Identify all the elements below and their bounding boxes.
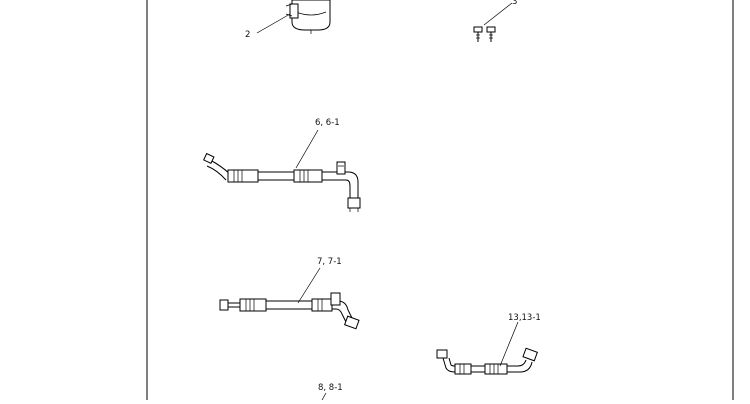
label-part-3: 3 [512, 0, 517, 7]
leader-2 [256, 13, 291, 34]
label-part-6: 6, 6-1 [315, 118, 340, 128]
label-part-7: 7, 7-1 [317, 257, 342, 267]
leader-3 [483, 2, 513, 26]
label-part-2: 2 [245, 30, 250, 40]
leader-8 [321, 392, 327, 401]
part-2-canister [285, 0, 331, 34]
part-6-hose [203, 152, 361, 212]
label-part-13: 13,13-1 [508, 313, 541, 323]
part-7-hose [219, 292, 360, 330]
part-3-bolts [473, 26, 496, 42]
part-13-hose [436, 347, 538, 375]
leader-13 [499, 321, 519, 367]
leader-7 [297, 267, 321, 304]
leader-6 [295, 129, 319, 169]
label-part-8: 8, 8-1 [318, 383, 343, 393]
